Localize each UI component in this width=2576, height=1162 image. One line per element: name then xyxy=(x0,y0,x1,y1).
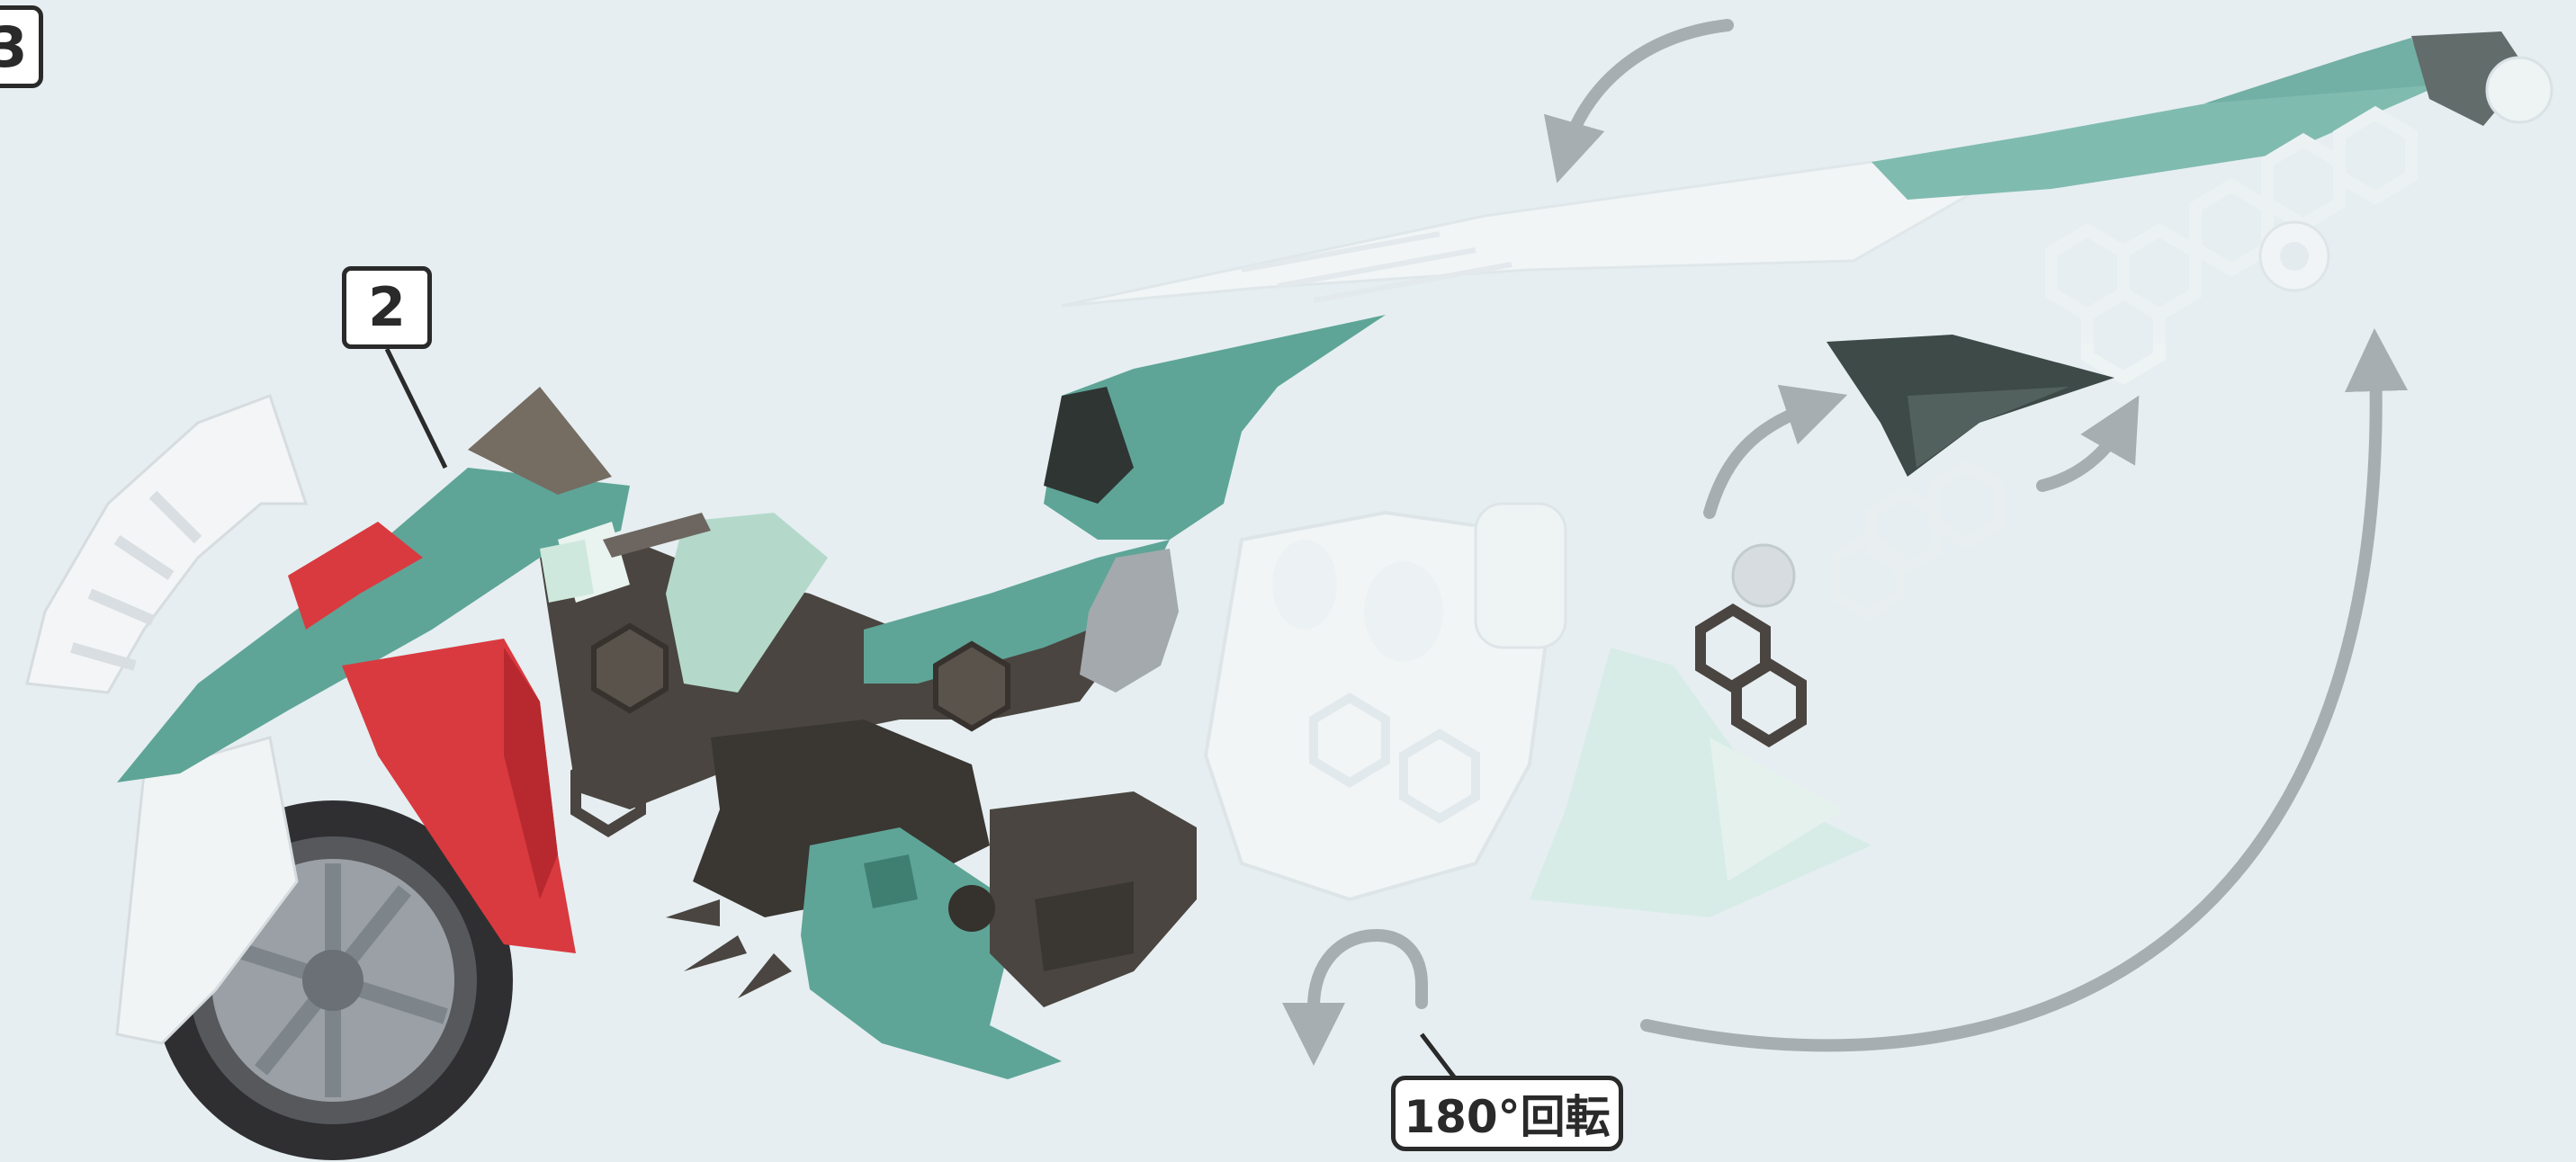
curved-arrow-icon xyxy=(1566,25,1728,153)
step-number-badge: 3 xyxy=(0,5,43,88)
ghost-fin xyxy=(1530,648,1871,917)
rotate-arrow-icon xyxy=(1314,935,1422,1034)
wing-assembly xyxy=(1701,335,2114,741)
rotation-label: 180°回転 xyxy=(1391,1076,1623,1151)
curved-arrow-icon xyxy=(1647,360,2376,1045)
leader-line xyxy=(387,349,445,468)
curved-arrow-icon xyxy=(2042,423,2123,486)
part-callout-badge: 2 xyxy=(342,266,432,349)
ghost-parts xyxy=(1062,31,2552,917)
label-pointer xyxy=(1422,1034,1476,1079)
motorbike-model xyxy=(27,315,1386,1160)
ghost-blade xyxy=(1062,162,1979,306)
curved-arrow-icon xyxy=(1710,405,1818,513)
